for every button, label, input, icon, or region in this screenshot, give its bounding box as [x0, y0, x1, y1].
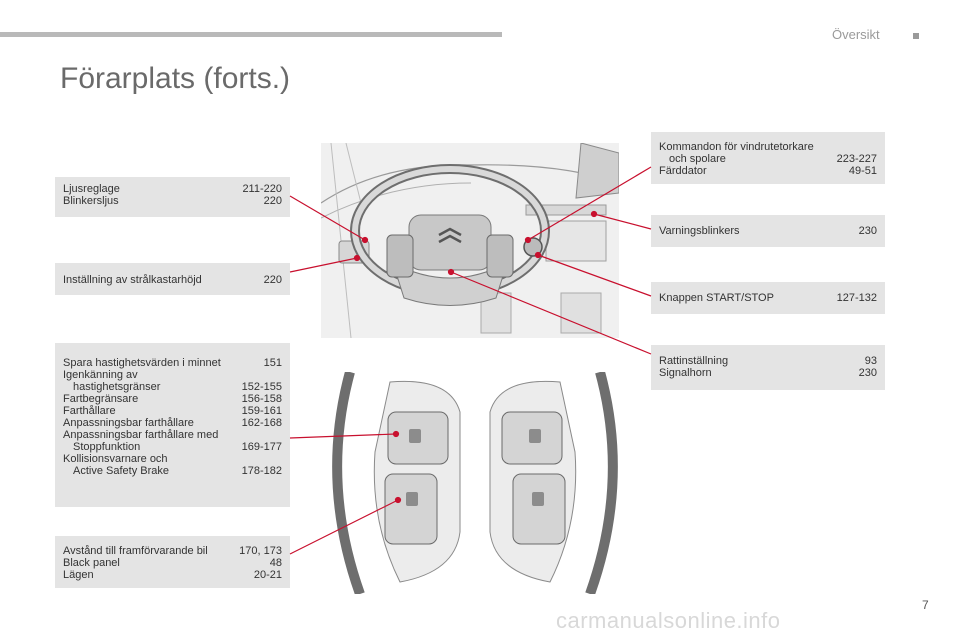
reference-page: 220 — [263, 195, 282, 207]
reference-label: Varningsblinkers — [659, 225, 740, 237]
page-number: 7 — [922, 598, 929, 612]
reference-page: 152-155 — [241, 381, 282, 393]
reference-row: Lägen 20-21 — [63, 569, 282, 581]
reference-page: 20-21 — [253, 569, 282, 581]
reference-label: Stoppfunktion — [73, 441, 141, 453]
reference-page: 230 — [858, 225, 877, 237]
reference-row: Farthållare 159-161 — [63, 405, 282, 417]
reference-page: 220 — [263, 274, 282, 286]
section-title: Översikt — [832, 27, 880, 42]
dashboard-illustration — [321, 143, 619, 338]
reference-row: Black panel 48 — [63, 557, 282, 569]
reference-row: Signalhorn 230 — [659, 367, 877, 379]
reference-page: 159-161 — [241, 405, 282, 417]
reference-label: Knappen START/STOP — [659, 292, 774, 304]
reference-row: Färddator 49-51 — [659, 165, 877, 177]
reference-label: Anpassningsbar farthållare med — [63, 429, 219, 441]
reference-row: och spolare 223-227 — [659, 153, 877, 165]
reference-label: Kommandon för vindrutetorkare — [659, 141, 814, 153]
reference-page: 162-168 — [241, 417, 282, 429]
reference-label: Igenkänning av — [63, 369, 138, 381]
reference-page: 223-227 — [836, 153, 877, 165]
reference-label: Anpassningsbar farthållare — [63, 417, 194, 429]
reference-label: Ljusreglage — [63, 183, 120, 195]
reference-row: Anpassningsbar farthållare med — [63, 429, 282, 441]
reference-row: Igenkänning av — [63, 369, 282, 381]
reference-label: och spolare — [669, 153, 726, 165]
reference-row: Stoppfunktion 169-177 — [63, 441, 282, 453]
watermark: carmanualsonline.info — [556, 608, 781, 633]
reference-row: Blinkersljus 220 — [63, 195, 282, 207]
reference-row: Avstånd till framförvarande bil 170, 173 — [63, 545, 282, 557]
callout-box-headlamp-adjust: Inställning av strålkastarhöjd 220 — [55, 263, 290, 295]
reference-page: 93 — [864, 355, 877, 367]
reference-label: hastighetsgränser — [73, 381, 161, 393]
reference-page: 211-220 — [242, 183, 282, 195]
reference-row: hastighetsgränser 152-155 — [63, 381, 282, 393]
reference-label: Lägen — [63, 569, 94, 581]
reference-label: Signalhorn — [659, 367, 712, 379]
reference-label: Avstånd till framförvarande bil — [63, 545, 208, 557]
reference-page: 48 — [269, 557, 282, 569]
reference-page: 127-132 — [836, 292, 877, 304]
reference-label: Farthållare — [63, 405, 116, 417]
reference-row: Rattinställning 93 — [659, 355, 877, 367]
callout-box-hazard: Varningsblinkers 230 — [651, 215, 885, 247]
header-bar — [0, 32, 502, 37]
reference-row: Knappen START/STOP 127-132 — [659, 292, 877, 304]
reference-label: Kollisionsvarnare och — [63, 453, 168, 465]
reference-label: Active Safety Brake — [73, 465, 169, 477]
steering-controls-illustration — [330, 372, 620, 594]
reference-label: Färddator — [659, 165, 707, 177]
reference-label: Rattinställning — [659, 355, 729, 367]
reference-page: 49-51 — [848, 165, 877, 177]
reference-row: Kommandon för vindrutetorkare — [659, 141, 877, 153]
callout-box-start-stop: Knappen START/STOP 127-132 — [651, 282, 885, 314]
reference-label: Blinkersljus — [63, 195, 119, 207]
reference-page: 230 — [858, 367, 877, 379]
reference-row: Kollisionsvarnare och — [63, 453, 282, 465]
reference-row: Varningsblinkers 230 — [659, 225, 877, 237]
reference-label: Black panel — [63, 557, 120, 569]
reference-row: Anpassningsbar farthållare 162-168 — [63, 417, 282, 429]
reference-page: 170, 173 — [239, 545, 282, 557]
reference-row: Ljusreglage 211-220 — [63, 183, 282, 195]
section-marker — [913, 33, 919, 39]
reference-row: Inställning av strålkastarhöjd 220 — [63, 274, 282, 286]
reference-page: 178-182 — [241, 465, 282, 477]
reference-row: Fartbegränsare 156-158 — [63, 393, 282, 405]
reference-row: Active Safety Brake 178-182 — [63, 465, 282, 477]
reference-label: Fartbegränsare — [63, 393, 139, 405]
reference-page: 156-158 — [241, 393, 282, 405]
reference-row: Spara hastighetsvärden i minnet 151 — [63, 357, 282, 369]
reference-label: Inställning av strålkastarhöjd — [63, 274, 202, 286]
reference-page: 151 — [263, 357, 282, 369]
reference-page: 169-177 — [241, 441, 282, 453]
page-title: Förarplats (forts.) — [60, 62, 291, 95]
reference-label: Spara hastighetsvärden i minnet — [63, 357, 221, 369]
